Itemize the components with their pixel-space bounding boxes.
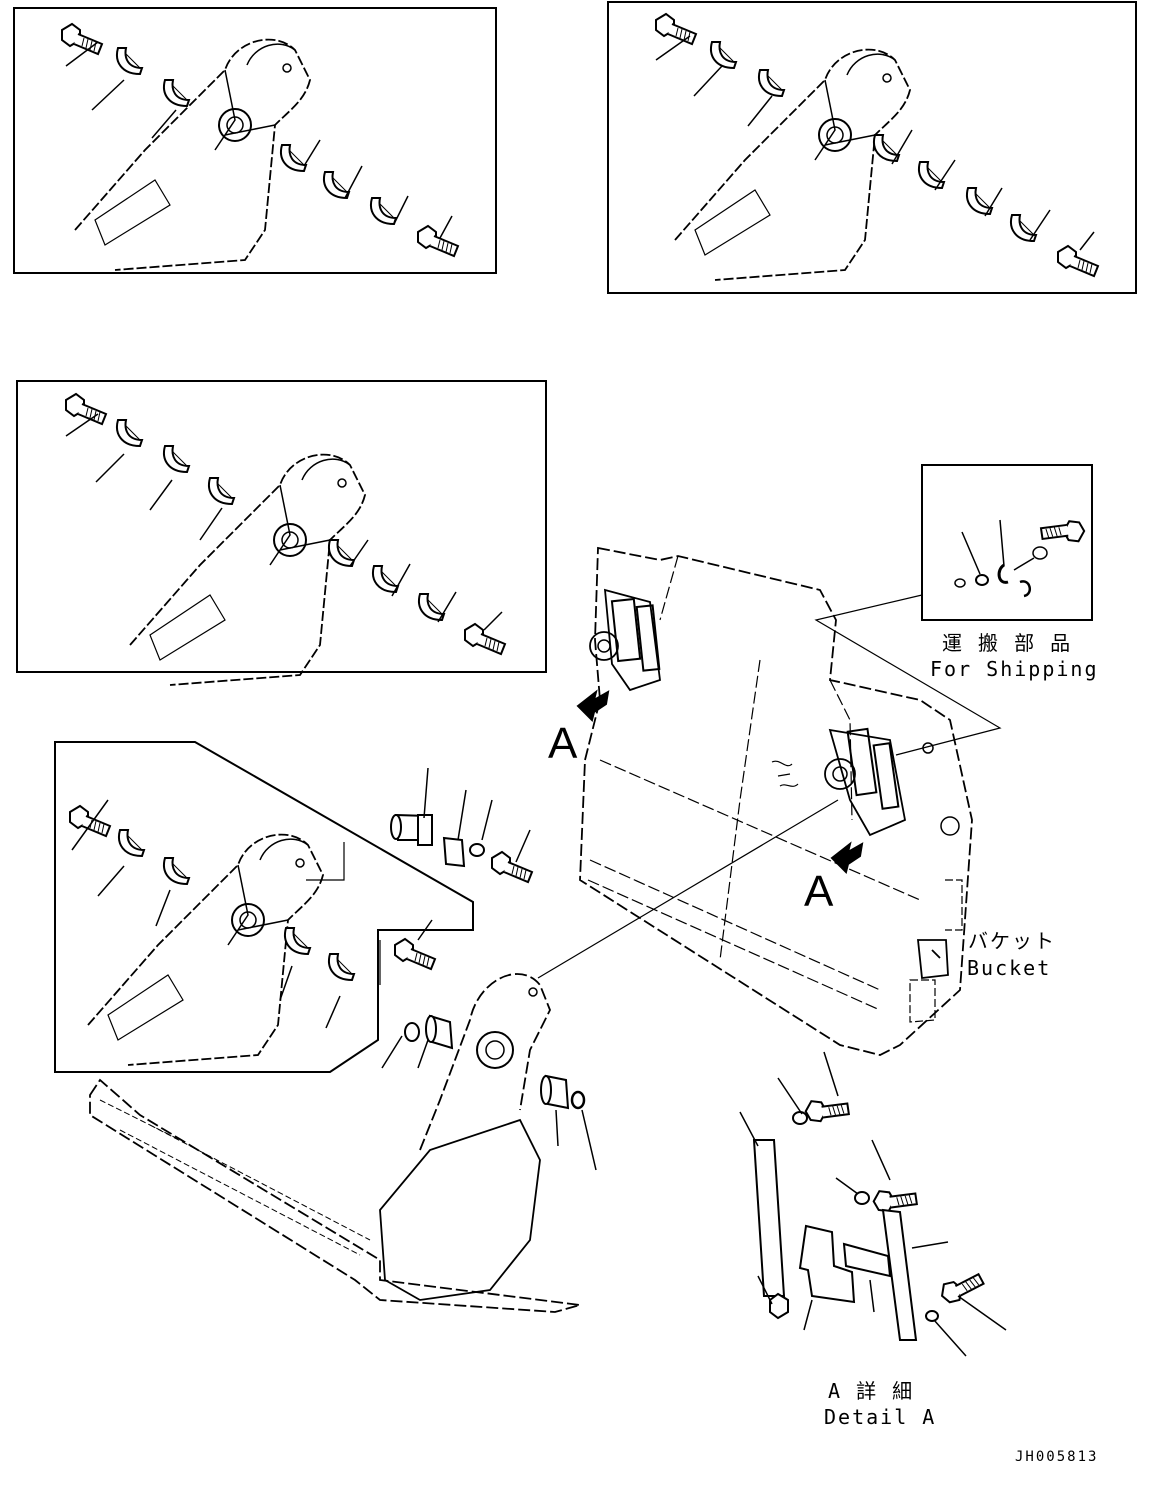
- variant-panel-4: [54, 741, 533, 1073]
- bucket-label-jp: バケット: [968, 929, 1056, 953]
- shipping-label-en: For Shipping: [930, 657, 1099, 681]
- view-arrow-label: A: [548, 719, 578, 768]
- view-arrow-a-left: A: [548, 689, 610, 768]
- shipping-parts-box: [921, 464, 1093, 621]
- detail-a-parts: [739, 1051, 1007, 1357]
- bucket-label-en: Bucket: [967, 956, 1051, 980]
- shipping-label-jp: 運 搬 部 品: [942, 631, 1072, 655]
- main-bracket-assembly: [89, 799, 839, 1313]
- detail-label-jp: A 詳 細: [828, 1379, 914, 1403]
- view-arrow-label: A: [804, 867, 834, 916]
- detail-label-en: Detail A: [824, 1405, 936, 1429]
- view-arrow-a-right: A: [804, 841, 864, 916]
- variant-panel-1: [13, 7, 497, 274]
- variant-panel-2: [607, 1, 1137, 294]
- variant-panel-3: [16, 380, 547, 686]
- bucket: [579, 546, 973, 1056]
- figure-number: JH005813: [1015, 1449, 1098, 1465]
